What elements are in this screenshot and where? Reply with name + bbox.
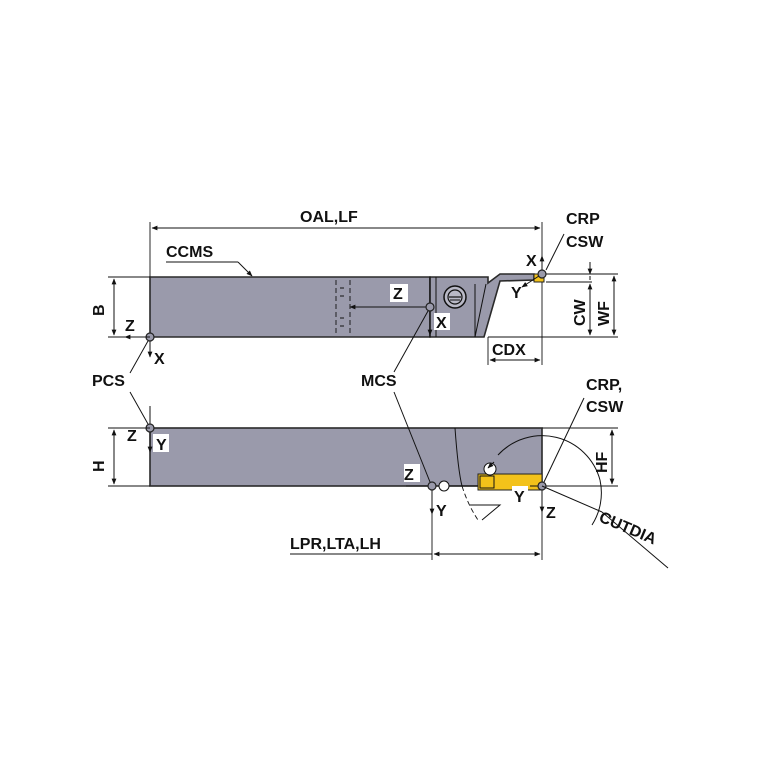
- side-crp-z-label: Z: [546, 505, 556, 522]
- side-pcs-z-label: Z: [127, 428, 137, 445]
- side-view: Z Y H Z Y Y Z HF CUTDIA: [91, 377, 669, 569]
- top-mcs-point: [425, 302, 435, 312]
- top-crp-label: CRP: [566, 211, 600, 228]
- b-dim-label: B: [91, 304, 108, 316]
- coordinate-system-leaders: PCS MCS: [92, 310, 431, 483]
- ccms-label: CCMS: [166, 244, 213, 261]
- hf-dim-label: HF: [594, 451, 611, 473]
- top-csw-label: CSW: [566, 234, 604, 251]
- side-pcs-y-label: Y: [156, 437, 167, 454]
- top-crp-y-label: Y: [511, 285, 522, 302]
- cutdia-label: CUTDIA: [596, 509, 659, 548]
- oal-lf-label: OAL,LF: [300, 209, 358, 226]
- side-mcs-z-label: Z: [404, 467, 414, 484]
- side-crp-label: CRP,: [586, 377, 622, 394]
- top-pcs-z-label: Z: [125, 318, 135, 335]
- screw-icon: [443, 285, 467, 309]
- side-crp-y-label: Y: [514, 489, 525, 506]
- cw-dim-label: CW: [572, 298, 589, 326]
- mcs-label: MCS: [361, 373, 397, 390]
- top-crp-point: [537, 269, 547, 279]
- side-csw-label: CSW: [586, 399, 624, 416]
- top-mcs-x-label: X: [436, 315, 447, 332]
- side-view-tool-body: [149, 427, 543, 487]
- top-mcs-z-label: Z: [393, 286, 403, 303]
- top-pcs-x-label: X: [154, 351, 165, 368]
- side-mcs-y-label: Y: [436, 503, 447, 520]
- pcs-label: PCS: [92, 373, 125, 390]
- top-view: Z X X Z X Y OAL,LF CCMS B: [91, 209, 618, 368]
- h-dim-label: H: [91, 460, 108, 472]
- wf-dim-label: WF: [596, 301, 613, 326]
- cdx-dim-label: CDX: [492, 342, 526, 359]
- top-crp-x-label: X: [526, 253, 537, 270]
- lpr-lta-lh-label: LPR,LTA,LH: [290, 536, 381, 553]
- side-mcs-point: [427, 481, 437, 491]
